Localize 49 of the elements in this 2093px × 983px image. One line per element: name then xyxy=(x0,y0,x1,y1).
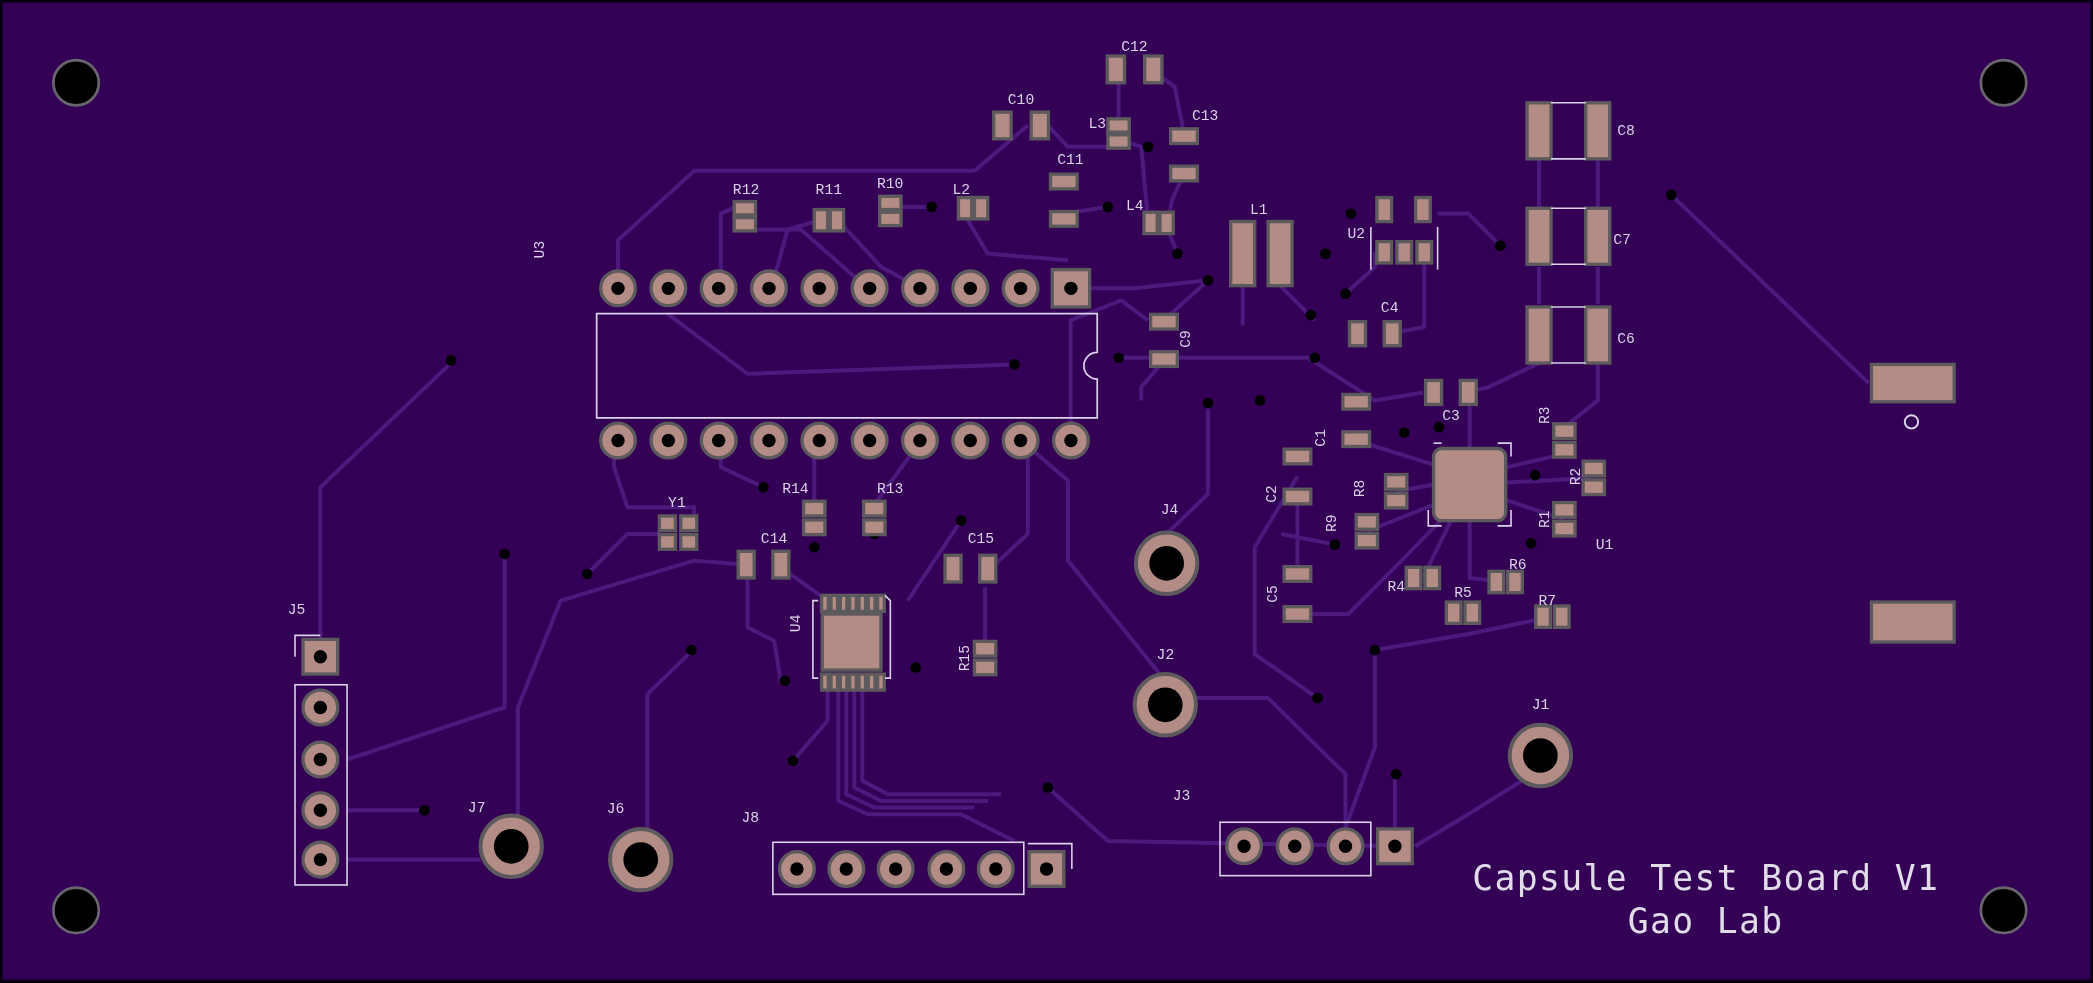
component-designator: U4 xyxy=(787,614,804,633)
component-designator: J2 xyxy=(1156,647,1175,664)
component-designator: L1 xyxy=(1250,201,1268,218)
component-designator: R4 xyxy=(1387,579,1406,596)
component-designator: J4 xyxy=(1160,501,1179,518)
component-designator: C1 xyxy=(1312,429,1329,447)
component-designator: R6 xyxy=(1509,556,1527,573)
silkscreen-title-text: Gao Lab xyxy=(1627,901,1784,942)
component-designator: C10 xyxy=(1007,92,1035,109)
component-designator: J1 xyxy=(1531,696,1550,713)
component-designator: C4 xyxy=(1380,300,1399,317)
component-designator: R11 xyxy=(815,181,842,198)
component-designator: J6 xyxy=(606,800,625,817)
component-designator: R14 xyxy=(782,480,809,497)
component-designator: J8 xyxy=(741,810,760,827)
component-designator: C2 xyxy=(1262,485,1279,503)
component-designator: J3 xyxy=(1172,787,1191,804)
component-designator: C7 xyxy=(1613,232,1631,249)
component-designator: C6 xyxy=(1617,331,1635,348)
component-designator: R3 xyxy=(1536,406,1553,424)
component-designator: R2 xyxy=(1567,467,1584,486)
component-designator: L3 xyxy=(1088,116,1107,133)
component-designator: Y1 xyxy=(668,495,686,512)
component-designator: L4 xyxy=(1125,197,1144,214)
component-designator: J5 xyxy=(287,602,306,618)
component-designator: C13 xyxy=(1192,108,1219,125)
component-designator: R5 xyxy=(1454,584,1472,601)
component-designator: R9 xyxy=(1322,514,1339,533)
component-designator: R13 xyxy=(877,480,904,497)
component-designator: U1 xyxy=(1595,536,1614,553)
component-designator: R15 xyxy=(956,644,973,672)
component-designator: C3 xyxy=(1442,408,1460,425)
component-designator: C15 xyxy=(967,531,995,548)
component-designator: U2 xyxy=(1347,225,1366,242)
component-designator: J7 xyxy=(467,799,486,816)
component-designator: R10 xyxy=(877,176,904,193)
component-designator: R12 xyxy=(732,181,760,198)
component-designator: R1 xyxy=(1536,510,1553,529)
component-designator: C12 xyxy=(1121,38,1148,55)
component-designator: L2 xyxy=(952,181,970,198)
component-designator: C8 xyxy=(1617,122,1635,139)
component-designator: R8 xyxy=(1350,479,1367,498)
component-designator: U3 xyxy=(531,240,548,259)
component-designator: C14 xyxy=(760,531,788,548)
silkscreen-title-text: Capsule Test Board V1 xyxy=(1472,858,1940,899)
component-designator: R7 xyxy=(1538,592,1556,609)
component-designator: C5 xyxy=(1264,585,1281,603)
component-designator: C11 xyxy=(1057,152,1084,169)
component-designator: C9 xyxy=(1177,330,1194,348)
